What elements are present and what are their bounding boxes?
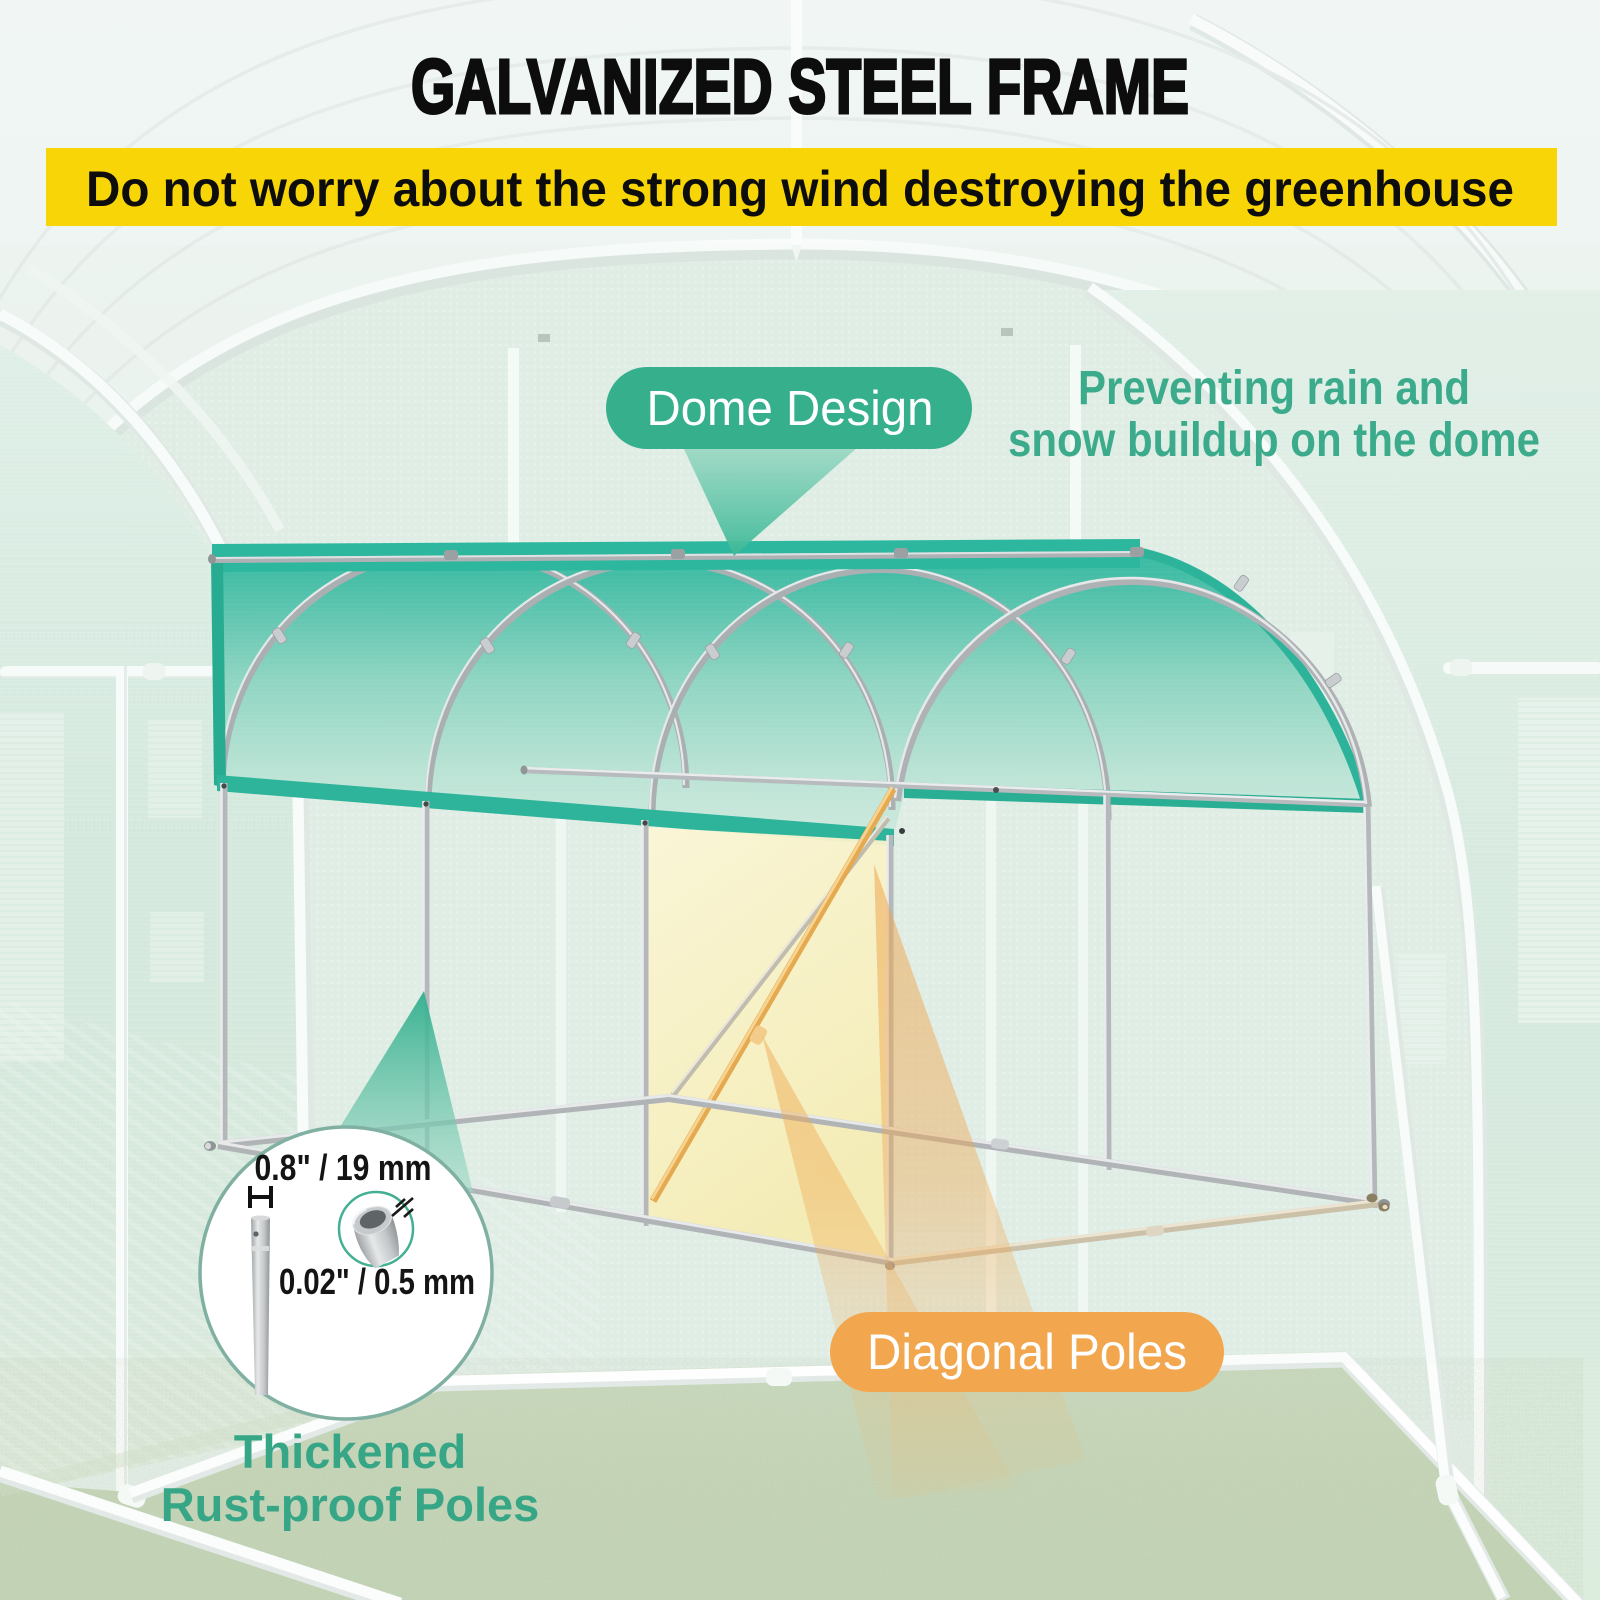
svg-text:Dome Design: Dome Design	[647, 382, 934, 436]
svg-text:Rust-proof Poles: Rust-proof Poles	[161, 1478, 540, 1531]
svg-text:Preventing rain and: Preventing rain and	[1078, 362, 1470, 415]
svg-text:0.8" / 19 mm: 0.8" / 19 mm	[255, 1147, 432, 1188]
svg-text:snow buildup on the dome: snow buildup on the dome	[1008, 414, 1540, 467]
svg-text:Do not worry about the strong: Do not worry about the strong wind destr…	[86, 161, 1514, 217]
svg-text:0.02" / 0.5 mm: 0.02" / 0.5 mm	[279, 1261, 475, 1302]
svg-text:Diagonal Poles: Diagonal Poles	[867, 1324, 1187, 1380]
svg-text:GALVANIZED STEEL FRAME: GALVANIZED STEEL FRAME	[411, 44, 1189, 130]
svg-text:Thickened: Thickened	[234, 1425, 466, 1478]
